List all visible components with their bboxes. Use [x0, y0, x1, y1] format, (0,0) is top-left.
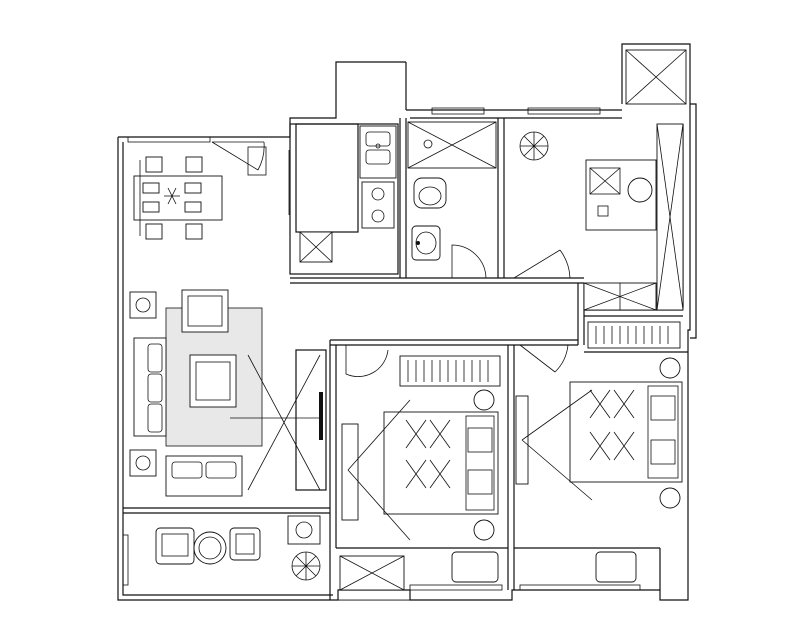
- windows: [122, 49, 687, 601]
- bathroom: [407, 121, 497, 261]
- loveseat-icon: [165, 455, 243, 497]
- double-sink-icon: [359, 125, 397, 179]
- study: [519, 123, 684, 311]
- nightstand-icon: [659, 357, 681, 379]
- lounge-chair-icon: [229, 527, 261, 561]
- armchair-icon: [181, 289, 229, 333]
- coffee-table-icon: [189, 354, 237, 408]
- nightstand-icon: [659, 487, 681, 509]
- toilet-icon: [413, 177, 447, 209]
- armchair-icon: [595, 551, 637, 583]
- interior-walls: [123, 118, 688, 600]
- sofa-icon: [133, 337, 167, 437]
- wardrobe-icon: [587, 321, 681, 349]
- tv-icon: [319, 392, 323, 440]
- kitchen: [299, 125, 397, 263]
- side-table-icon: [129, 449, 157, 477]
- bed-icon: [383, 411, 499, 515]
- armchair-icon: [451, 551, 499, 583]
- bedroom-1: [341, 355, 501, 583]
- doors: [211, 141, 571, 377]
- side-table-icon: [129, 291, 157, 319]
- nightstand-icon: [473, 389, 495, 411]
- bed-icon: [569, 381, 683, 483]
- wardrobe-icon: [399, 355, 501, 387]
- stove-icon: [361, 181, 395, 229]
- washer-icon: [287, 515, 321, 545]
- dining-table: [133, 156, 223, 240]
- desk-chair-icon: [627, 177, 653, 203]
- living-room: [129, 289, 323, 497]
- balcony: [155, 515, 321, 581]
- washbasin-icon: [411, 225, 441, 261]
- nightstand-icon: [473, 519, 495, 541]
- bedroom-2: [515, 321, 683, 583]
